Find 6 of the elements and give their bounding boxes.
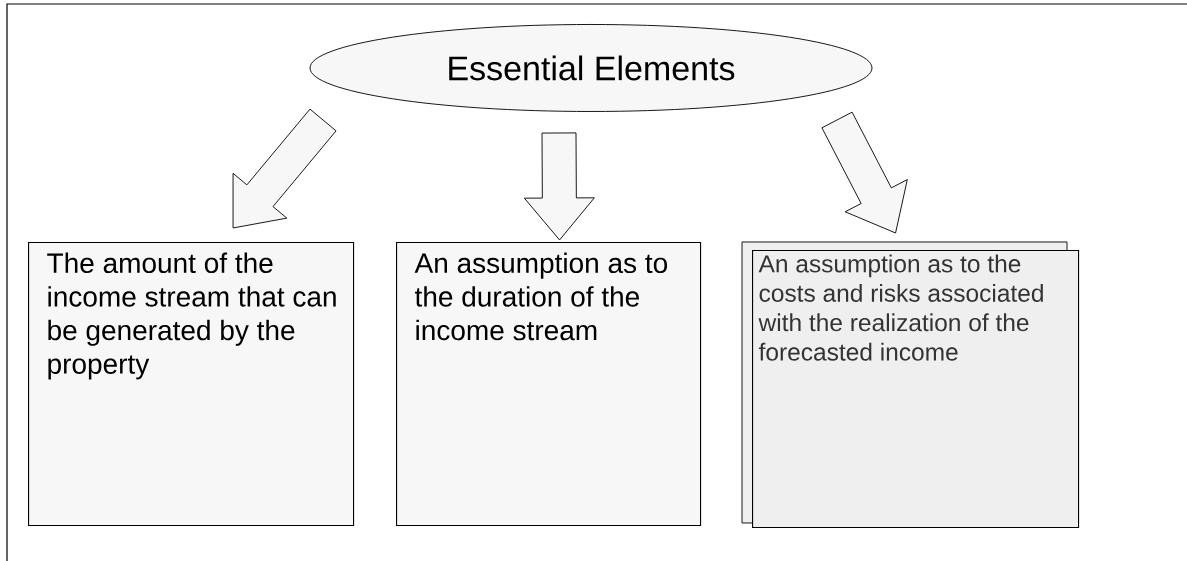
text-box: An assumption as to the duration of the income stream xyxy=(396,242,702,527)
block-arrow xyxy=(523,132,595,241)
text-box: An assumption as to the costs and risks associated with the realization of the forecasted income xyxy=(741,241,1080,529)
block-arrow xyxy=(821,111,908,234)
block-arrow xyxy=(232,108,337,229)
text-box: The amount of the income stream that can be generated by the property xyxy=(28,242,355,527)
